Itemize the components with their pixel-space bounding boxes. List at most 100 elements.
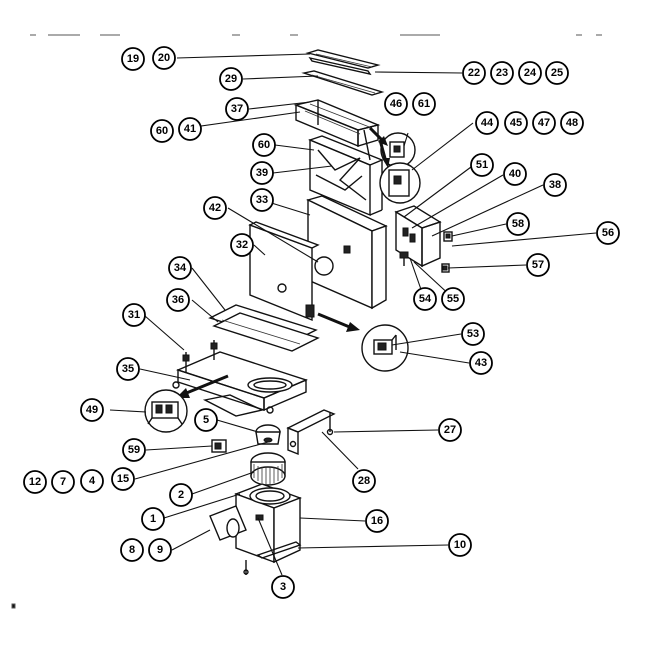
svg-text:20: 20 [158,52,170,64]
svg-text:36: 36 [172,294,184,306]
detail-circle-49 [144,389,188,433]
svg-text:24: 24 [524,67,537,79]
base-tray [172,340,308,417]
svg-text:37: 37 [231,103,243,115]
callout-19: 19 [121,47,145,71]
svg-text:47: 47 [538,117,550,129]
callout-37: 37 [225,97,249,121]
svg-text:61: 61 [418,98,430,110]
svg-text:53: 53 [467,328,479,340]
callout-28: 28 [352,469,376,493]
detail-arrow-53 [317,312,360,332]
callout-9: 9 [148,538,172,562]
callout-16: 16 [365,509,389,533]
svg-text:2: 2 [178,489,184,501]
svg-text:60: 60 [156,125,168,137]
capacitor [211,439,227,453]
svg-text:40: 40 [509,168,521,180]
svg-text:57: 57 [532,259,544,271]
svg-text:4: 4 [89,475,96,487]
detail-circle-53 [361,324,409,372]
detail-arrow-49 [176,374,229,398]
svg-text:23: 23 [496,67,508,79]
svg-text:46: 46 [390,98,402,110]
svg-text:49: 49 [86,404,98,416]
callout-58: 58 [506,212,530,236]
callout-60-lower: 60 [252,133,276,157]
callout-47: 47 [532,111,556,135]
callout-43: 43 [469,351,493,375]
callout-39: 39 [250,161,274,185]
svg-text:29: 29 [225,73,237,85]
callout-31: 31 [122,303,146,327]
svg-text:31: 31 [128,309,140,321]
callout-7: 7 [51,470,75,494]
callout-24: 24 [518,61,542,85]
callout-53: 53 [461,322,485,346]
callout-51: 51 [470,153,494,177]
callout-10: 10 [448,533,472,557]
detail-arrows-top [368,126,390,168]
callout-40: 40 [503,162,527,186]
callout-32: 32 [230,233,254,257]
mounting-plate [256,541,302,559]
svg-text:51: 51 [476,159,488,171]
svg-text:38: 38 [549,179,561,191]
callout-27: 27 [438,418,462,442]
svg-text:22: 22 [468,67,480,79]
callout-35: 35 [116,357,140,381]
svg-text:59: 59 [128,444,140,456]
svg-text:15: 15 [117,473,129,485]
svg-text:5: 5 [203,414,209,426]
svg-text:32: 32 [236,239,248,251]
callout-2: 2 [169,483,193,507]
svg-text:3: 3 [280,581,286,593]
svg-text:1: 1 [150,513,156,525]
callout-61-top: 61 [412,92,436,116]
callout-36: 36 [166,288,190,312]
callout-45: 45 [504,111,528,135]
callout-34: 34 [168,256,192,280]
svg-text:7: 7 [60,476,66,488]
svg-text:28: 28 [358,475,370,487]
gasket-strip [301,70,385,96]
callout-22: 22 [462,61,486,85]
svg-text:48: 48 [566,117,578,129]
svg-text:8: 8 [129,544,135,556]
svg-text:27: 27 [444,424,456,436]
side-bracket [286,409,336,456]
detail-circle-module [379,162,421,204]
callout-55: 55 [441,287,465,311]
svg-text:54: 54 [419,293,432,305]
callout-15: 15 [111,467,135,491]
blower-wheel [250,452,286,486]
callout-23: 23 [490,61,514,85]
svg-text:25: 25 [551,67,563,79]
svg-text:44: 44 [481,117,494,129]
callout-20: 20 [152,46,176,70]
transition-duct [209,505,247,541]
parts-drawing [144,49,453,575]
callout-57: 57 [526,253,550,277]
svg-text:16: 16 [371,515,383,527]
callout-33: 33 [250,188,274,212]
back-panel [306,195,388,310]
top-trim-strip [305,49,381,76]
callout-1: 1 [141,507,165,531]
svg-text:35: 35 [122,363,134,375]
svg-text:33: 33 [256,194,268,206]
upper-frame [293,99,381,161]
callout-38: 38 [543,173,567,197]
svg-text:39: 39 [256,167,268,179]
svg-text:34: 34 [174,262,187,274]
callout-4: 4 [80,469,104,493]
callout-46: 46 [384,92,408,116]
small-clip-58 [443,231,453,242]
small-clip-57 [441,263,450,273]
callout-48: 48 [560,111,584,135]
callout-44: 44 [475,111,499,135]
motor [255,424,281,445]
callout-49: 49 [80,398,104,422]
svg-text:42: 42 [209,202,221,214]
